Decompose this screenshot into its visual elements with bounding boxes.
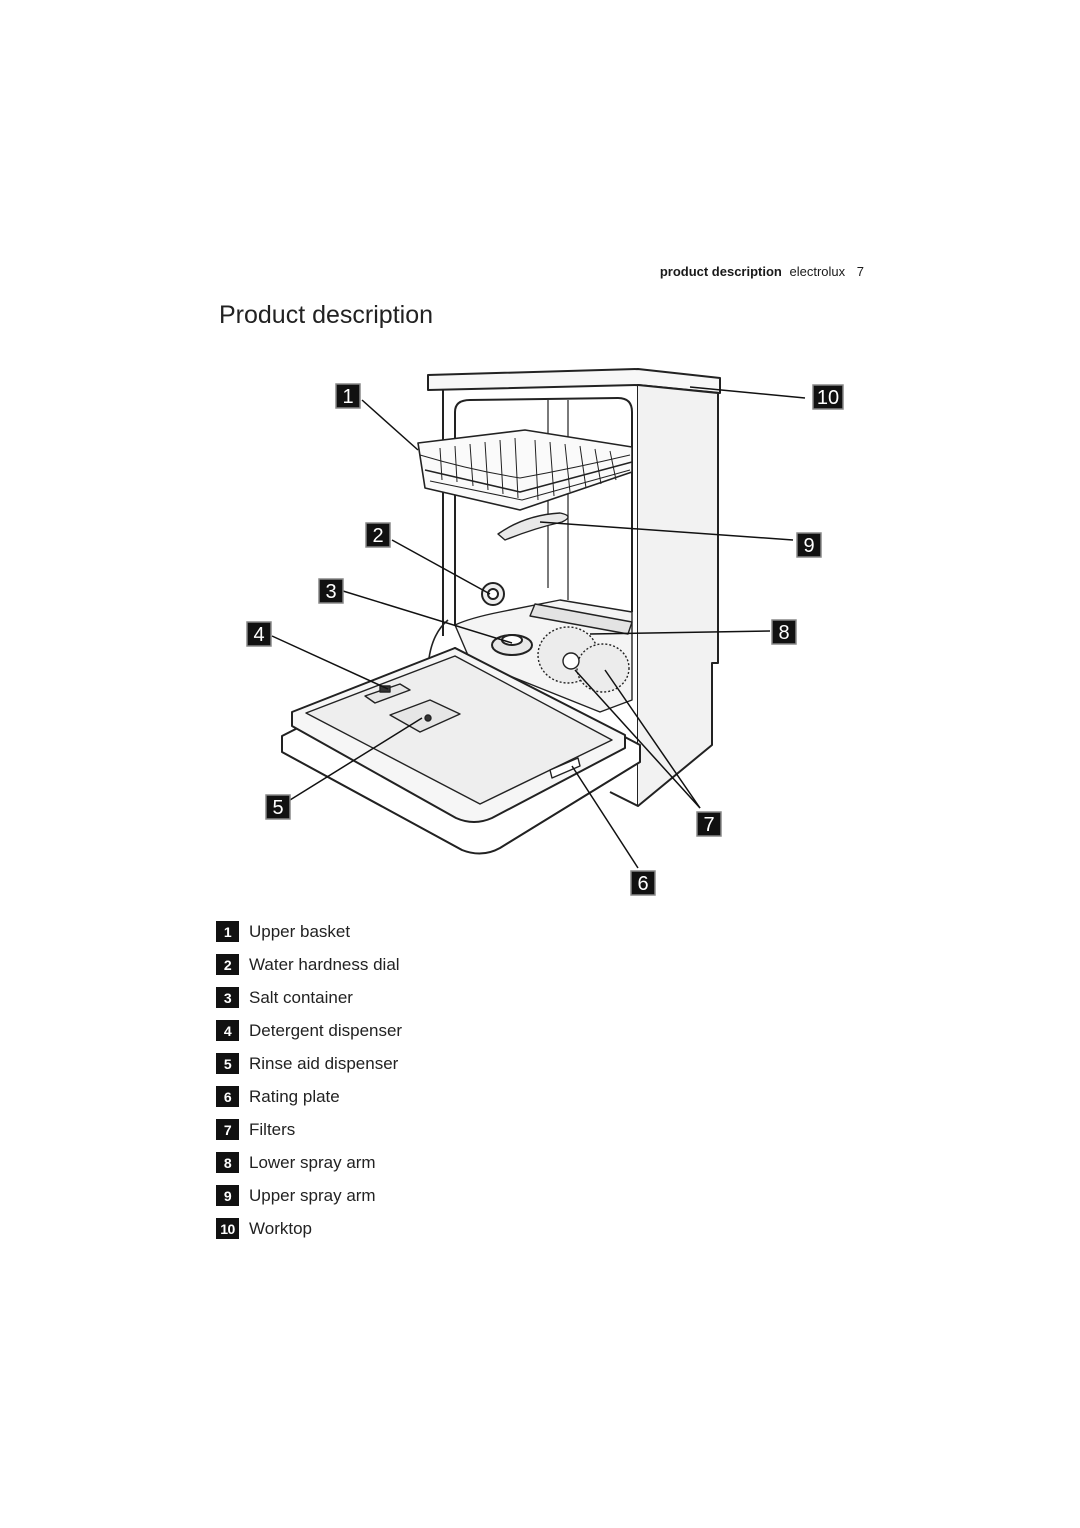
header-brand: electrolux <box>789 264 846 279</box>
legend-item: 2 Water hardness dial <box>216 948 402 981</box>
legend-item: 5 Rinse aid dispenser <box>216 1047 402 1080</box>
legend-item: 4 Detergent dispenser <box>216 1014 402 1047</box>
legend-number: 3 <box>216 987 239 1008</box>
legend-label: Water hardness dial <box>249 954 400 974</box>
upper-basket-shape <box>417 429 633 511</box>
leader-line-3 <box>342 590 513 644</box>
upper-spray-arm-shape <box>497 512 569 541</box>
callout-1-label: 1 <box>342 386 353 408</box>
leader-line-2 <box>391 539 491 595</box>
running-header: product description electrolux 7 <box>660 264 864 279</box>
leader-line-6 <box>571 765 639 869</box>
callout-4: 4 <box>246 621 272 647</box>
legend-item: 1 Upper basket <box>216 915 402 948</box>
legend-number: 7 <box>216 1119 239 1140</box>
filters-shape <box>537 626 630 693</box>
leader-line-9 <box>539 521 794 541</box>
legend-label: Detergent dispenser <box>249 1020 403 1040</box>
legend-item: 7 Filters <box>216 1113 402 1146</box>
legend-number: 1 <box>216 921 239 942</box>
callout-1: 1 <box>335 383 361 409</box>
callout-2-label: 2 <box>372 525 383 547</box>
legend-number: 2 <box>216 954 239 975</box>
legend-number: 4 <box>216 1020 239 1041</box>
page-title: Product description <box>219 301 434 329</box>
legend-item: 10 Worktop <box>216 1212 402 1245</box>
callout-3-label: 3 <box>325 581 336 603</box>
callout-10: 10 <box>812 384 844 410</box>
header-section: product description <box>659 264 782 279</box>
callout-9-label: 9 <box>803 535 814 557</box>
callout-3: 3 <box>318 578 344 604</box>
legend-label: Filters <box>249 1119 296 1139</box>
legend-item: 3 Salt container <box>216 981 402 1014</box>
leader-line-8 <box>589 630 771 635</box>
dishwasher-diagram: 1 10 2 9 3 8 4 5 <box>246 368 844 896</box>
callout-8-label: 8 <box>778 622 789 644</box>
leader-line-7b <box>604 669 701 809</box>
legend-number: 5 <box>216 1053 239 1074</box>
legend-label: Salt container <box>249 987 353 1007</box>
parts-legend: 1 Upper basket 2 Water hardness dial 3 S… <box>216 915 402 1245</box>
detergent-dispenser-shape <box>364 683 411 704</box>
leader-line-1 <box>361 399 419 451</box>
callout-7-label: 7 <box>703 814 714 836</box>
legend-number: 6 <box>216 1086 239 1107</box>
callout-8: 8 <box>771 619 797 645</box>
legend-label: Upper basket <box>249 921 351 941</box>
callout-2: 2 <box>365 522 391 548</box>
callout-10-label: 10 <box>817 387 839 409</box>
legend-label: Rating plate <box>249 1086 340 1106</box>
leader-line-5 <box>289 717 423 801</box>
callout-5-label: 5 <box>272 797 283 819</box>
callout-7: 7 <box>696 811 722 837</box>
cabinet-side <box>637 384 719 807</box>
page-number: 7 <box>856 264 864 279</box>
legend-item: 8 Lower spray arm <box>216 1146 402 1179</box>
callout-5: 5 <box>265 794 291 820</box>
inner-tub <box>454 397 633 612</box>
water-hardness-dial-shape <box>481 582 505 606</box>
legend-label: Upper spray arm <box>249 1185 376 1205</box>
callout-6: 6 <box>630 870 656 896</box>
worktop-shape <box>427 368 721 394</box>
leader-line-10 <box>689 386 806 399</box>
rating-plate-shape <box>549 757 581 779</box>
legend-item: 6 Rating plate <box>216 1080 402 1113</box>
legend-number: 8 <box>216 1152 239 1173</box>
legend-label: Rinse aid dispenser <box>249 1053 399 1073</box>
legend-number: 10 <box>216 1218 239 1239</box>
callout-6-label: 6 <box>637 873 648 895</box>
callout-9: 9 <box>796 532 822 558</box>
leader-line-7a <box>574 669 701 809</box>
callout-4-label: 4 <box>253 624 264 646</box>
legend-label: Worktop <box>249 1218 312 1238</box>
legend-label: Lower spray arm <box>249 1152 376 1172</box>
legend-number: 9 <box>216 1185 239 1206</box>
leader-line-4 <box>271 635 389 690</box>
legend-item: 9 Upper spray arm <box>216 1179 402 1212</box>
